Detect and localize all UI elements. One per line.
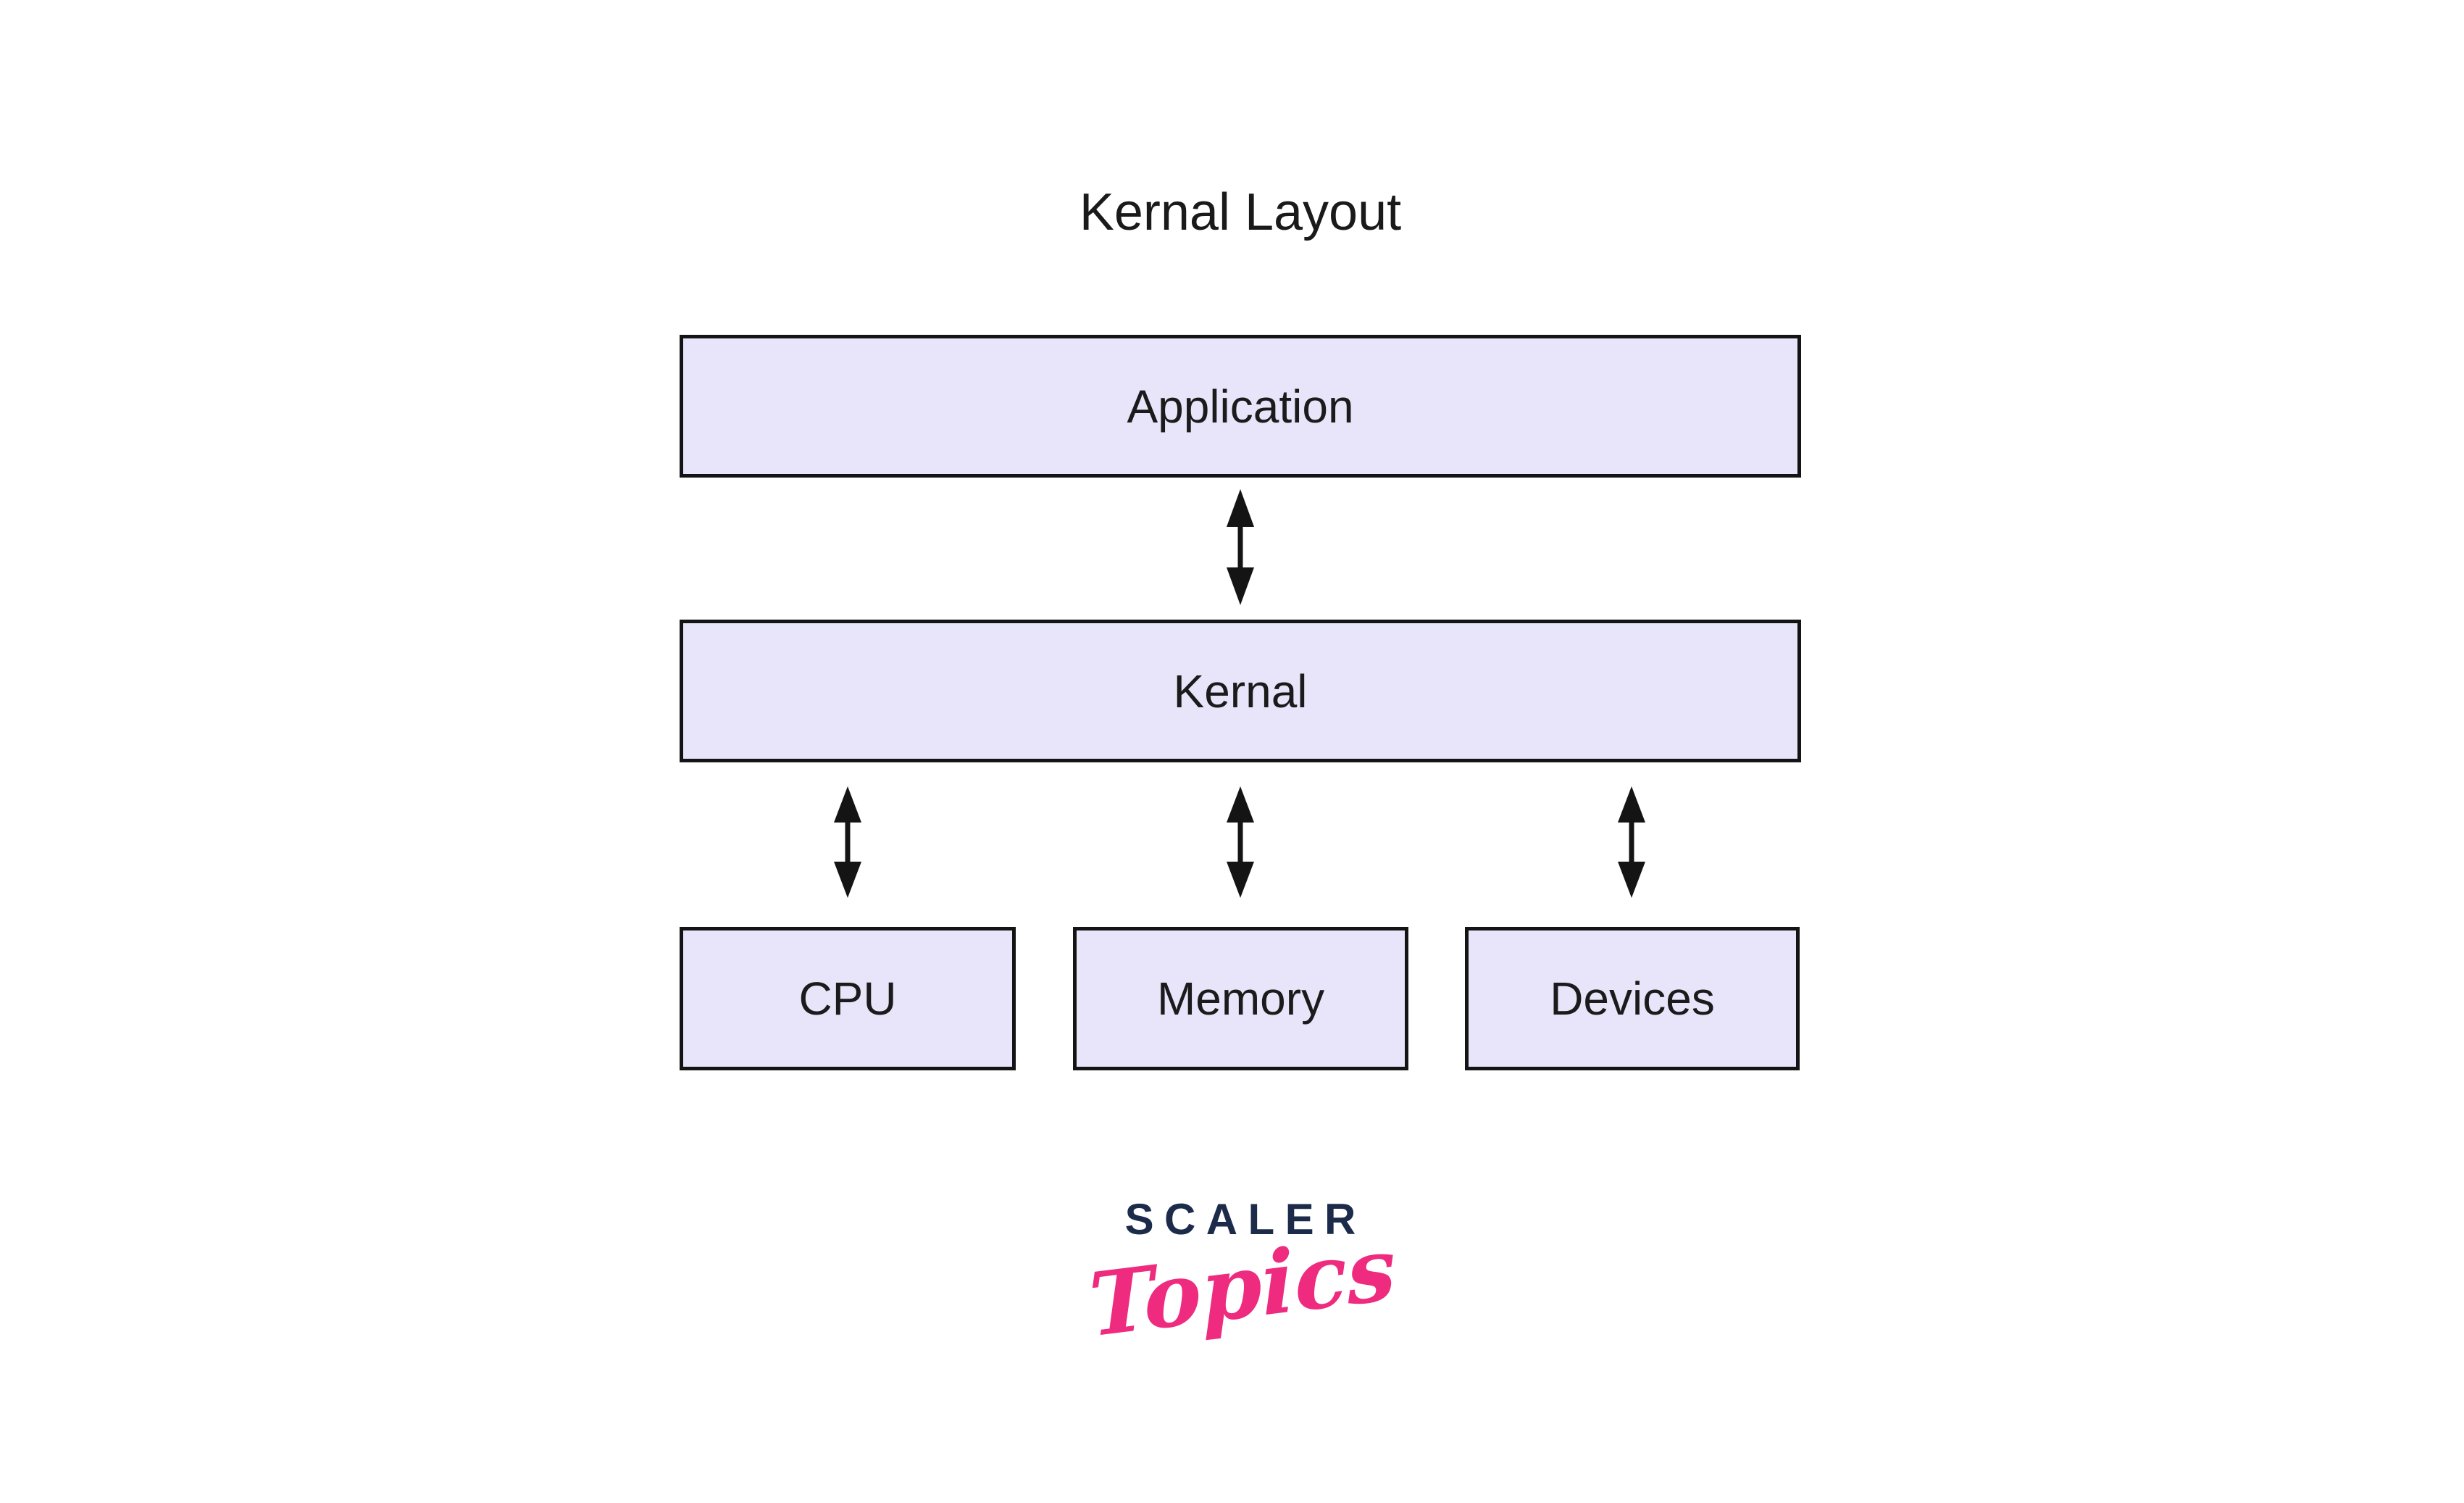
cpu-label: CPU bbox=[798, 973, 897, 1025]
double-headed-arrow-icon bbox=[830, 786, 865, 899]
scaler-wordmark: SCALER bbox=[1124, 1195, 1366, 1244]
double-headed-arrow-icon bbox=[1223, 488, 1258, 606]
double-headed-arrow-icon bbox=[1614, 786, 1649, 899]
application-box: Application bbox=[680, 335, 1801, 478]
page-title: Kernal Layout bbox=[1079, 183, 1402, 241]
memory-label: Memory bbox=[1156, 973, 1325, 1025]
memory-box: Memory bbox=[1073, 927, 1408, 1070]
application-label: Application bbox=[1127, 380, 1354, 433]
double-headed-arrow-icon bbox=[1223, 786, 1258, 899]
kernal-box: Kernal bbox=[680, 620, 1801, 762]
scaler-topics-logo: SCALER Topics bbox=[1087, 1194, 1398, 1357]
kernal-label: Kernal bbox=[1173, 665, 1308, 717]
devices-label: Devices bbox=[1550, 973, 1715, 1025]
devices-box: Devices bbox=[1465, 927, 1800, 1070]
cpu-box: CPU bbox=[680, 927, 1016, 1070]
